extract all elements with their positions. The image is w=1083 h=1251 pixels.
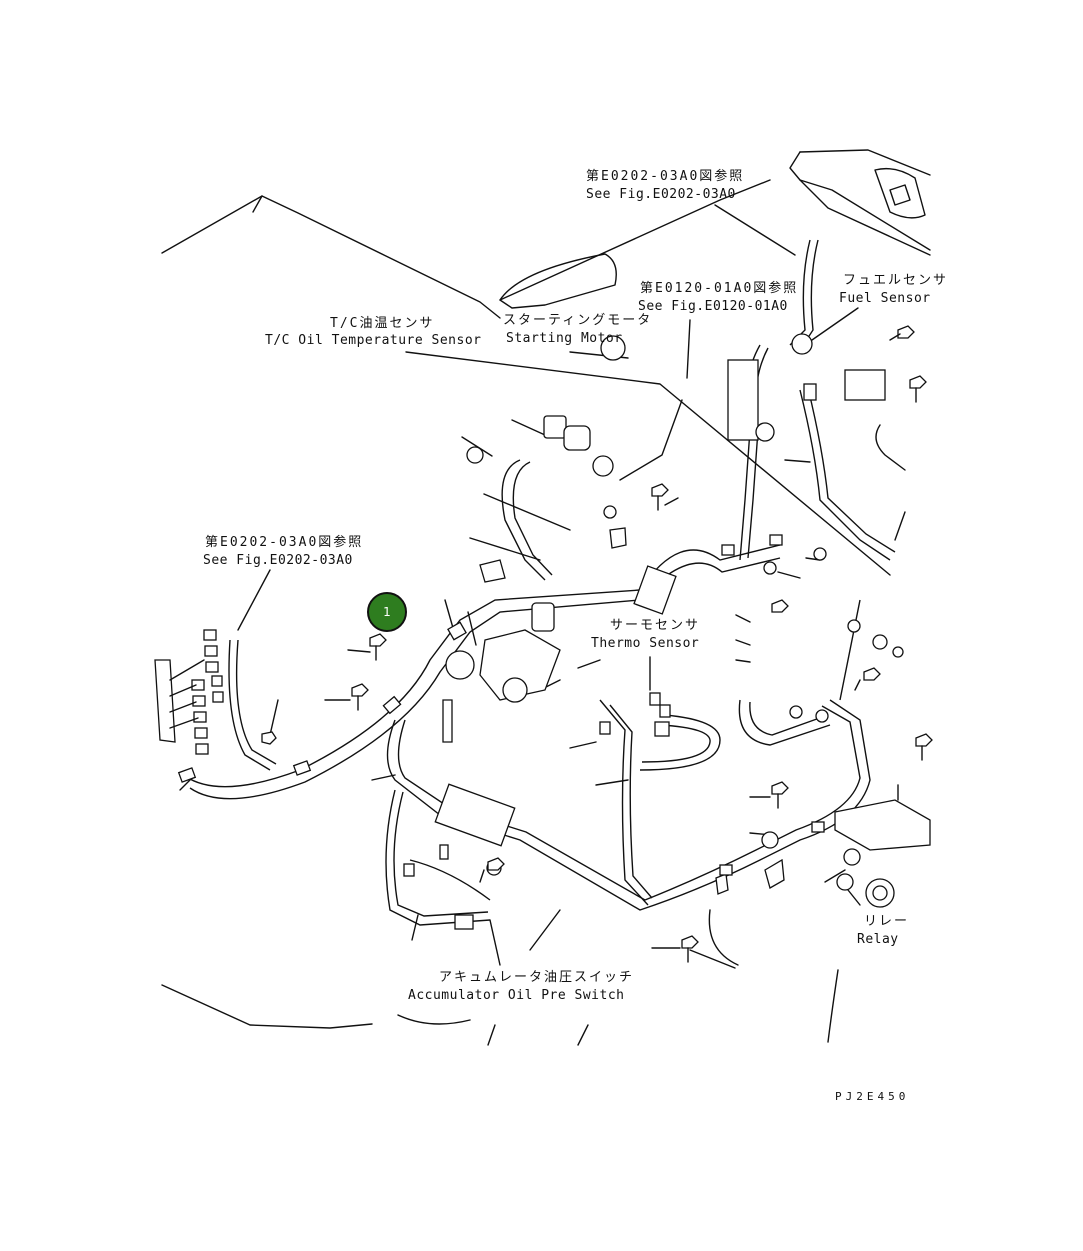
relay-jp: リレー [864, 914, 910, 929]
components [403, 333, 931, 930]
starting-motor-en: Starting Motor [506, 331, 623, 346]
accumulator-switch-en: Accumulator Oil Pre Switch [408, 988, 625, 1003]
fuel-sensor-en: Fuel Sensor [839, 291, 931, 306]
callout-number: 1 [383, 605, 391, 619]
ref-mid-en: See Fig.E0120-01A0 [638, 299, 788, 314]
ref-left-en: See Fig.E0202-03A0 [203, 553, 353, 568]
frame-outline [161, 149, 931, 1046]
starting-motor-jp: スターティングモータ [503, 313, 653, 328]
accumulator-switch-jp: アキュムレータ油圧スイッチ [439, 970, 635, 985]
relay-en: Relay [857, 932, 899, 947]
thermo-sensor-en: Thermo Sensor [591, 636, 700, 651]
fuel-sensor-jp: フュエルセンサ [843, 273, 949, 288]
bolts [261, 325, 933, 963]
connector-block [154, 534, 825, 876]
drawing-code: PJ2E450 [835, 1090, 910, 1103]
part-callout-1[interactable]: 1 [367, 592, 407, 632]
wire-harness [184, 239, 906, 969]
ref-mid-jp: 第E0120-01A0図参照 [640, 281, 799, 296]
ref-top-en: See Fig.E0202-03A0 [586, 187, 736, 202]
thermo-sensor-jp: サーモセンサ [610, 618, 701, 633]
tc-oil-temp-sensor-jp: T/C油温センサ [330, 316, 435, 331]
tc-oil-temp-sensor-en: T/C Oil Temperature Sensor [265, 333, 482, 348]
ref-left-jp: 第E0202-03A0図参照 [205, 535, 364, 550]
ref-top-jp: 第E0202-03A0図参照 [586, 169, 745, 184]
